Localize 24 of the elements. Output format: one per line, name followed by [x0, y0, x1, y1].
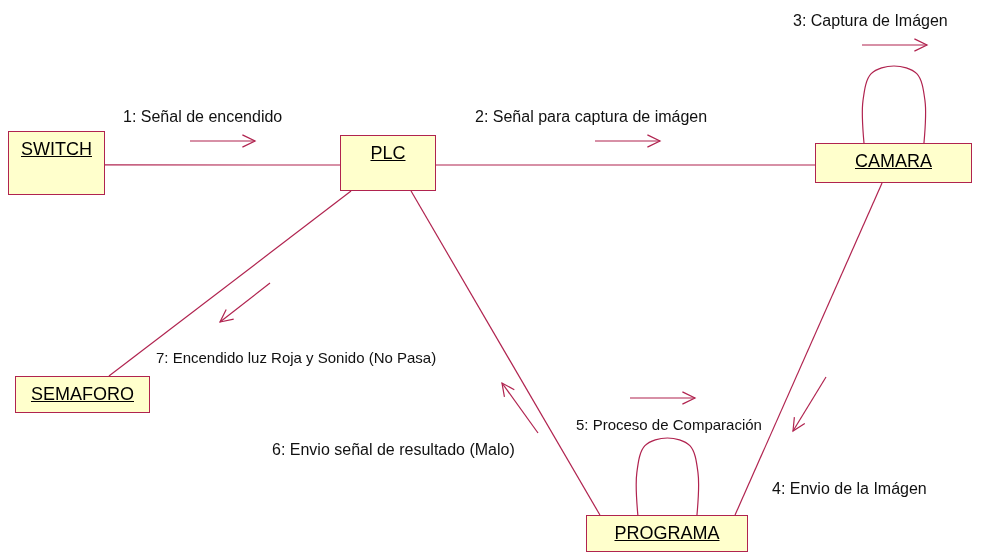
object-name: SWITCH: [21, 139, 92, 160]
link-line: [108, 190, 352, 377]
message-label: 6: Envio señal de resultado (Malo): [272, 441, 515, 459]
message-label: 3: Captura de Imágen: [793, 12, 948, 30]
object-box: [8, 131, 105, 195]
object-name: CAMARA: [855, 151, 932, 172]
message-label: 4: Envio de la Imágen: [772, 480, 927, 498]
object-name: SEMAFORO: [31, 384, 134, 405]
object-box: [586, 515, 748, 552]
self-link: [861, 65, 927, 144]
message-label: 7: Encendido luz Roja y Sonido (No Pasa): [156, 350, 437, 367]
message-label: 1: Señal de encendido: [123, 108, 283, 126]
object-box: [815, 143, 972, 183]
self-link: [635, 437, 700, 516]
message-label: 5: Proceso de Comparación: [576, 417, 762, 434]
link-line: [734, 182, 883, 516]
object-box: [15, 376, 150, 413]
link-line: [104, 164, 341, 166]
object-name: PROGRAMA: [614, 523, 720, 544]
link-line: [435, 164, 816, 166]
link-line: [410, 190, 601, 516]
message-label: 2: Señal para captura de imágen: [475, 108, 708, 126]
object-box: [340, 135, 436, 191]
object-name: PLC: [370, 143, 406, 164]
